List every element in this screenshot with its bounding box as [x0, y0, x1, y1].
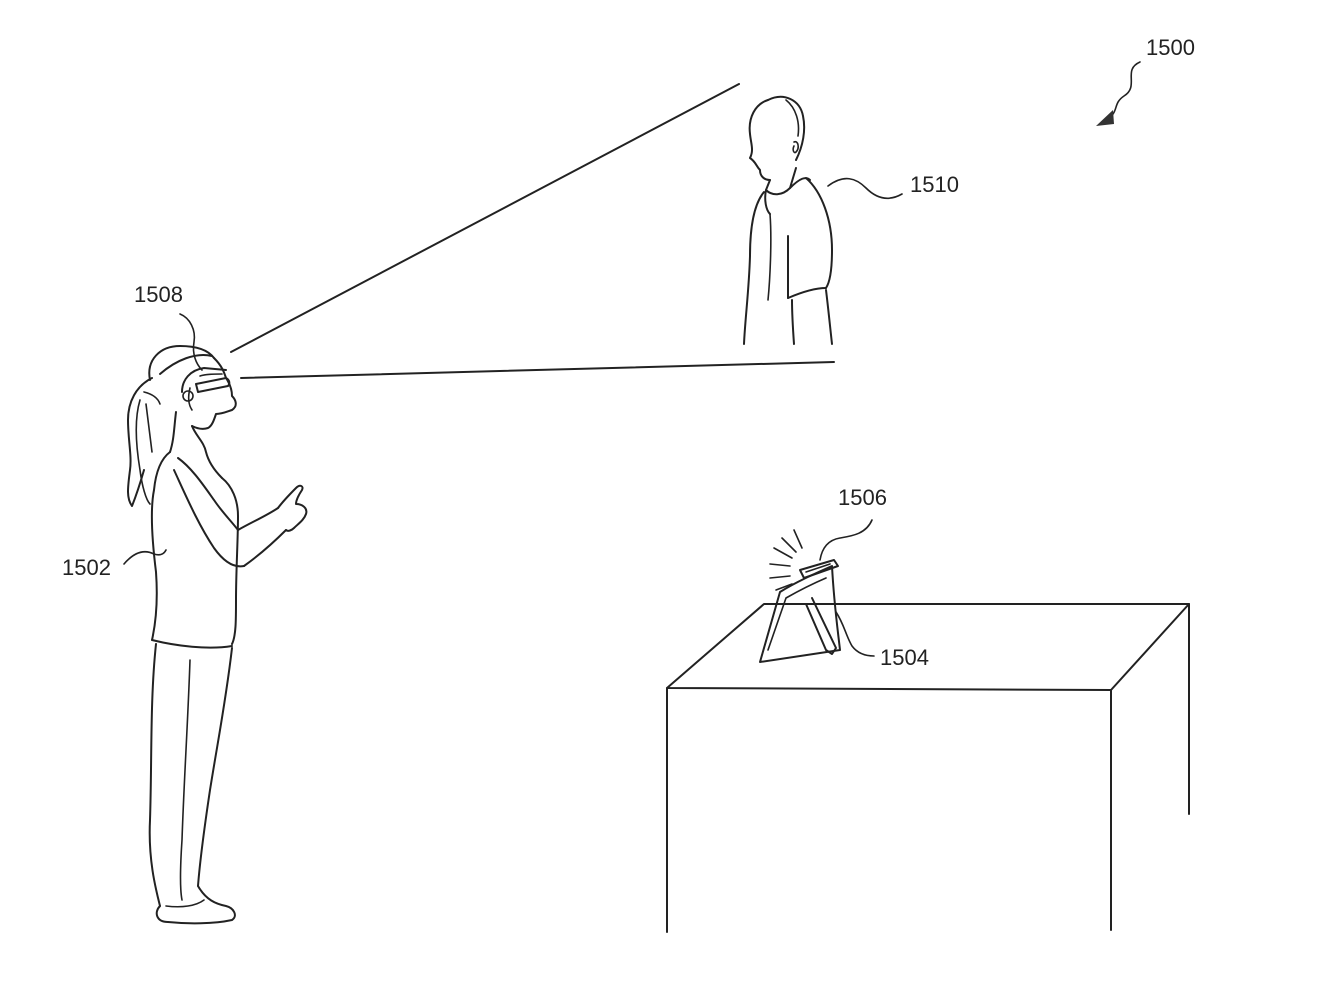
- ref-group-1502: 1502: [62, 549, 167, 580]
- ref-leader-1506: [819, 519, 873, 561]
- ref-label-1508: 1508: [134, 282, 183, 307]
- ref-label-1506: 1506: [838, 485, 887, 510]
- ref-group-1504: 1504: [835, 611, 929, 670]
- display-device: [759, 559, 841, 663]
- user-figure: [127, 345, 308, 925]
- ref-leader-1508: [179, 313, 203, 371]
- ref-leader-1500: [1105, 61, 1141, 121]
- ref-leader-1502: [123, 549, 167, 565]
- ref-label-1504: 1504: [880, 645, 929, 670]
- figure-reference: 1500: [1096, 35, 1195, 126]
- ref-group-1510: 1510: [827, 172, 959, 200]
- ref-leader-1504: [835, 611, 875, 657]
- ref-label-1510: 1510: [910, 172, 959, 197]
- arrowhead-icon: [1096, 110, 1114, 126]
- camera-light-rays: [769, 529, 803, 591]
- field-of-view-lines: [230, 83, 835, 379]
- table: [666, 603, 1190, 933]
- ref-label-1500: 1500: [1146, 35, 1195, 60]
- ref-group-1506: 1506: [819, 485, 887, 561]
- ref-group-1508: 1508: [134, 282, 203, 371]
- remote-person: [743, 95, 833, 345]
- ref-label-1502: 1502: [62, 555, 111, 580]
- ref-leader-1510: [827, 177, 903, 200]
